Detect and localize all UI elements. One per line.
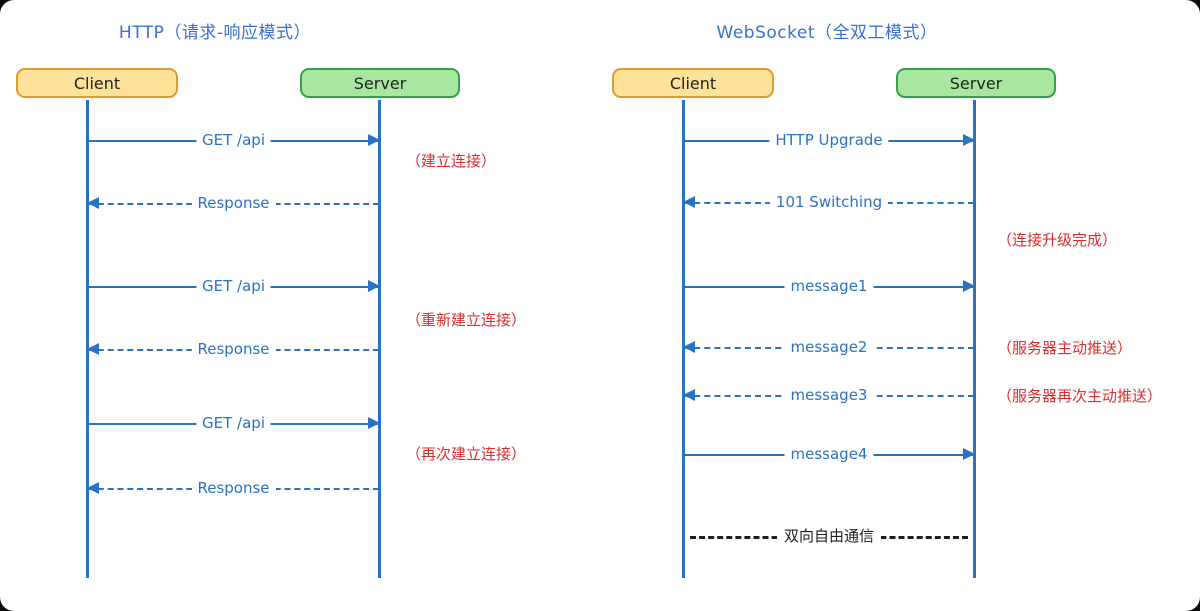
arrowhead-right-icon — [368, 417, 380, 429]
lifeline-http-client — [86, 100, 89, 578]
annotation-http-3: （再次建立连接） — [406, 445, 527, 463]
arrowhead-left-icon — [87, 482, 99, 494]
message-http-3-label: GET /api — [196, 275, 271, 297]
annotation-ws-2: （服务器主动推送） — [997, 339, 1133, 357]
message-http-4-label: Response — [191, 338, 276, 360]
message-ws-3-label: message1 — [784, 275, 874, 297]
arrowhead-right-icon — [368, 280, 380, 292]
arrowhead-right-icon — [963, 448, 975, 460]
panel-http: HTTP（请求-响应模式） Client Server GET /api Res… — [16, 23, 527, 578]
message-http-2-label: Response — [191, 192, 276, 214]
arrowhead-left-icon — [87, 197, 99, 209]
annotation-ws-3: （服务器再次主动推送） — [997, 387, 1163, 405]
lifeline-ws-server — [973, 100, 976, 578]
message-http-4: Response — [87, 338, 379, 361]
actor-ws-client-label: Client — [669, 73, 717, 93]
panel-websocket-title: WebSocket（全双工模式） — [716, 23, 938, 43]
actor-ws-server-label: Server — [949, 73, 1003, 93]
message-ws-4: message2 — [683, 336, 974, 359]
note-ws-duplex: 双向自由通信 — [690, 525, 968, 548]
lifeline-http-server — [378, 100, 381, 578]
message-http-2: Response — [87, 192, 379, 215]
message-ws-1-label: HTTP Upgrade — [769, 129, 889, 151]
actor-http-server-label: Server — [353, 73, 407, 93]
message-ws-4-label: message2 — [784, 336, 874, 358]
message-ws-5-label: message3 — [784, 384, 874, 406]
message-http-5: GET /api — [88, 412, 380, 435]
message-ws-1: HTTP Upgrade — [684, 129, 975, 152]
message-http-5-label: GET /api — [196, 412, 271, 434]
message-http-1-label: GET /api — [196, 129, 271, 151]
message-ws-6-label: message4 — [784, 443, 874, 465]
arrowhead-left-icon — [683, 389, 695, 401]
actor-ws-client: Client — [612, 68, 774, 98]
message-http-6: Response — [87, 477, 379, 500]
arrowhead-left-icon — [683, 196, 695, 208]
message-ws-2: 101 Switching — [683, 191, 974, 214]
annotation-ws-1: （连接升级完成） — [997, 231, 1118, 249]
actor-http-client-label: Client — [73, 73, 121, 93]
message-http-3: GET /api — [88, 275, 380, 298]
annotation-http-2: （重新建立连接） — [406, 311, 527, 329]
actor-http-server: Server — [300, 68, 460, 98]
message-ws-5: message3 — [683, 384, 974, 407]
actor-http-client: Client — [16, 68, 178, 98]
actor-ws-server: Server — [896, 68, 1056, 98]
arrowhead-left-icon — [683, 341, 695, 353]
message-ws-3: message1 — [684, 275, 975, 298]
arrowhead-left-icon — [87, 343, 99, 355]
message-http-1: GET /api — [88, 129, 380, 152]
message-ws-2-label: 101 Switching — [769, 191, 889, 213]
panel-http-title: HTTP（请求-响应模式） — [118, 23, 312, 43]
arrowhead-right-icon — [963, 280, 975, 292]
panel-websocket: WebSocket（全双工模式） Client Server HTTP Upgr… — [600, 0, 1200, 611]
message-ws-6: message4 — [684, 443, 975, 466]
note-ws-duplex-label: 双向自由通信 — [776, 525, 882, 547]
lifeline-ws-client — [682, 100, 685, 578]
annotation-http-1: （建立连接） — [406, 152, 497, 170]
arrowhead-right-icon — [368, 134, 380, 146]
arrowhead-right-icon — [963, 134, 975, 146]
message-http-6-label: Response — [191, 477, 276, 499]
